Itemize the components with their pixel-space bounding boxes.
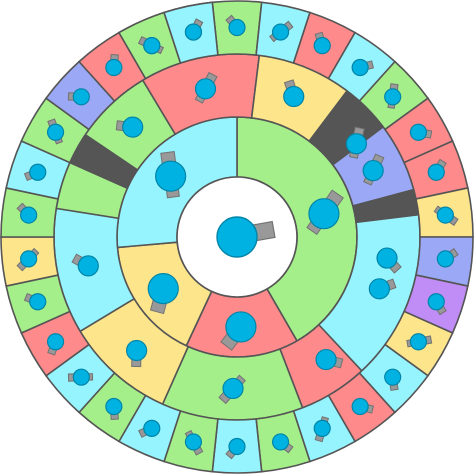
rocketeer-tank-icon[interactable] <box>225 437 246 460</box>
destroyer-tank-icon[interactable] <box>126 339 148 368</box>
predator-tank-body <box>313 419 331 437</box>
machine-gun-tank-body <box>225 311 257 343</box>
factory-tank-icon[interactable] <box>46 118 65 145</box>
tank-icon-layer <box>16 14 459 460</box>
smasher-tank-body <box>362 159 384 182</box>
auto-gunner-tank-body <box>105 397 123 416</box>
triplet-tank-body <box>20 250 38 268</box>
assassin-tank-body <box>194 78 217 100</box>
overseer-tank-body <box>122 116 144 138</box>
spread-shot-tank-icon[interactable] <box>23 292 47 311</box>
quad-trapper-tank-icon[interactable] <box>225 14 246 37</box>
booster-tank-body <box>427 163 445 181</box>
streamliner-tank-body <box>351 397 369 416</box>
sniper-tank-body <box>147 273 179 305</box>
auto-trapper-tank-icon[interactable] <box>384 83 402 109</box>
rocketeer-tank-body <box>228 437 246 456</box>
streamliner-tank-icon[interactable] <box>351 397 375 416</box>
triple-twin-tank-icon[interactable] <box>16 202 38 224</box>
assassin-tank-icon[interactable] <box>194 71 218 104</box>
tri-angle-tank-icon[interactable] <box>368 278 397 300</box>
ranger-tank-icon[interactable] <box>406 333 433 351</box>
triple-twin-tank-body <box>20 206 38 224</box>
predator-tank-icon[interactable] <box>313 416 331 443</box>
flank-guard-tank-body <box>155 160 187 192</box>
manager-tank-body <box>105 58 123 77</box>
battleship-tank-body <box>29 163 47 181</box>
sniper-tank-icon[interactable] <box>147 273 179 315</box>
overtrapper-tank-body <box>409 123 428 141</box>
quad-tank-icon[interactable] <box>345 126 367 159</box>
overtrapper-tank-icon[interactable] <box>409 123 433 141</box>
tri-trapper-tank-icon[interactable] <box>351 58 375 77</box>
hybrid-tank-body <box>143 419 161 437</box>
quad-trapper-tank-body <box>228 18 246 37</box>
sprayer-tank-icon[interactable] <box>67 368 94 386</box>
fighter-tank-body <box>436 206 454 224</box>
hybrid-tank-icon[interactable] <box>138 419 161 438</box>
mega-trapper-tank-icon[interactable] <box>269 20 294 43</box>
hunter-tank-body <box>283 85 305 108</box>
overseer-tank-icon[interactable] <box>115 116 144 138</box>
penta-shot-tank-icon[interactable] <box>46 333 65 356</box>
auto-trapper-tank-body <box>384 88 402 106</box>
landmine-tank-body <box>436 250 454 268</box>
trapper-tank-body <box>222 377 244 400</box>
mega-trapper-tank-body <box>271 23 290 41</box>
skimmer-tank-icon[interactable] <box>271 433 294 454</box>
annihilator-tank-body <box>184 433 203 451</box>
gunner-tank-body <box>77 255 99 277</box>
quad-tank-body <box>345 133 367 155</box>
tri-trapper-tank-body <box>351 58 369 77</box>
center-disc <box>176 176 298 298</box>
flank-guard-tank-icon[interactable] <box>155 150 187 199</box>
gunner-tank-icon[interactable] <box>71 253 99 277</box>
penta-shot-tank-body <box>46 333 65 351</box>
machine-gun-tank-icon[interactable] <box>220 311 257 351</box>
overlord-tank-body <box>143 37 161 55</box>
auto-3-tank-icon[interactable] <box>184 18 204 41</box>
basic-tank-icon[interactable] <box>216 216 276 258</box>
overlord-tank-icon[interactable] <box>138 36 164 55</box>
landmine-tank-icon[interactable] <box>436 248 459 268</box>
smasher-tank-icon[interactable] <box>362 153 385 186</box>
spike-tank-body <box>427 293 445 311</box>
necromancer-tank-body <box>72 88 90 106</box>
trapper-tank-icon[interactable] <box>218 374 247 405</box>
spread-shot-tank-body <box>29 293 47 311</box>
auto-gunner-tank-icon[interactable] <box>105 397 123 421</box>
gunner-trapper-tank-icon[interactable] <box>313 31 331 55</box>
twin-tank-icon[interactable] <box>306 189 344 236</box>
sprayer-tank-body <box>72 368 90 386</box>
triple-shot-tank-body <box>315 348 337 371</box>
triplet-tank-icon[interactable] <box>16 247 40 272</box>
booster-tank-icon[interactable] <box>427 158 447 181</box>
twin-flank-tank-icon[interactable] <box>376 247 402 274</box>
annihilator-tank-icon[interactable] <box>184 429 204 456</box>
factory-tank-body <box>46 123 65 141</box>
spike-tank-icon[interactable] <box>427 293 447 316</box>
basic-tank-body <box>216 216 258 258</box>
stalker-tank-body <box>384 368 402 386</box>
necromancer-tank-icon[interactable] <box>67 88 90 106</box>
auto-3-tank-body <box>184 23 203 41</box>
manager-tank-icon[interactable] <box>105 53 123 77</box>
triple-shot-tank-icon[interactable] <box>315 348 344 371</box>
ranger-tank-body <box>409 333 428 351</box>
tri-angle-tank-body <box>368 278 390 300</box>
battleship-tank-icon[interactable] <box>23 163 47 182</box>
fighter-tank-icon[interactable] <box>433 205 459 226</box>
twin-tank-body <box>308 198 340 230</box>
destroyer-tank-body <box>126 339 148 362</box>
gunner-trapper-tank-body <box>313 37 331 55</box>
twin-flank-tank-body <box>376 247 398 269</box>
skimmer-tank-body <box>271 433 290 451</box>
hunter-tank-icon[interactable] <box>283 79 305 108</box>
stalker-tank-icon[interactable] <box>384 368 402 391</box>
